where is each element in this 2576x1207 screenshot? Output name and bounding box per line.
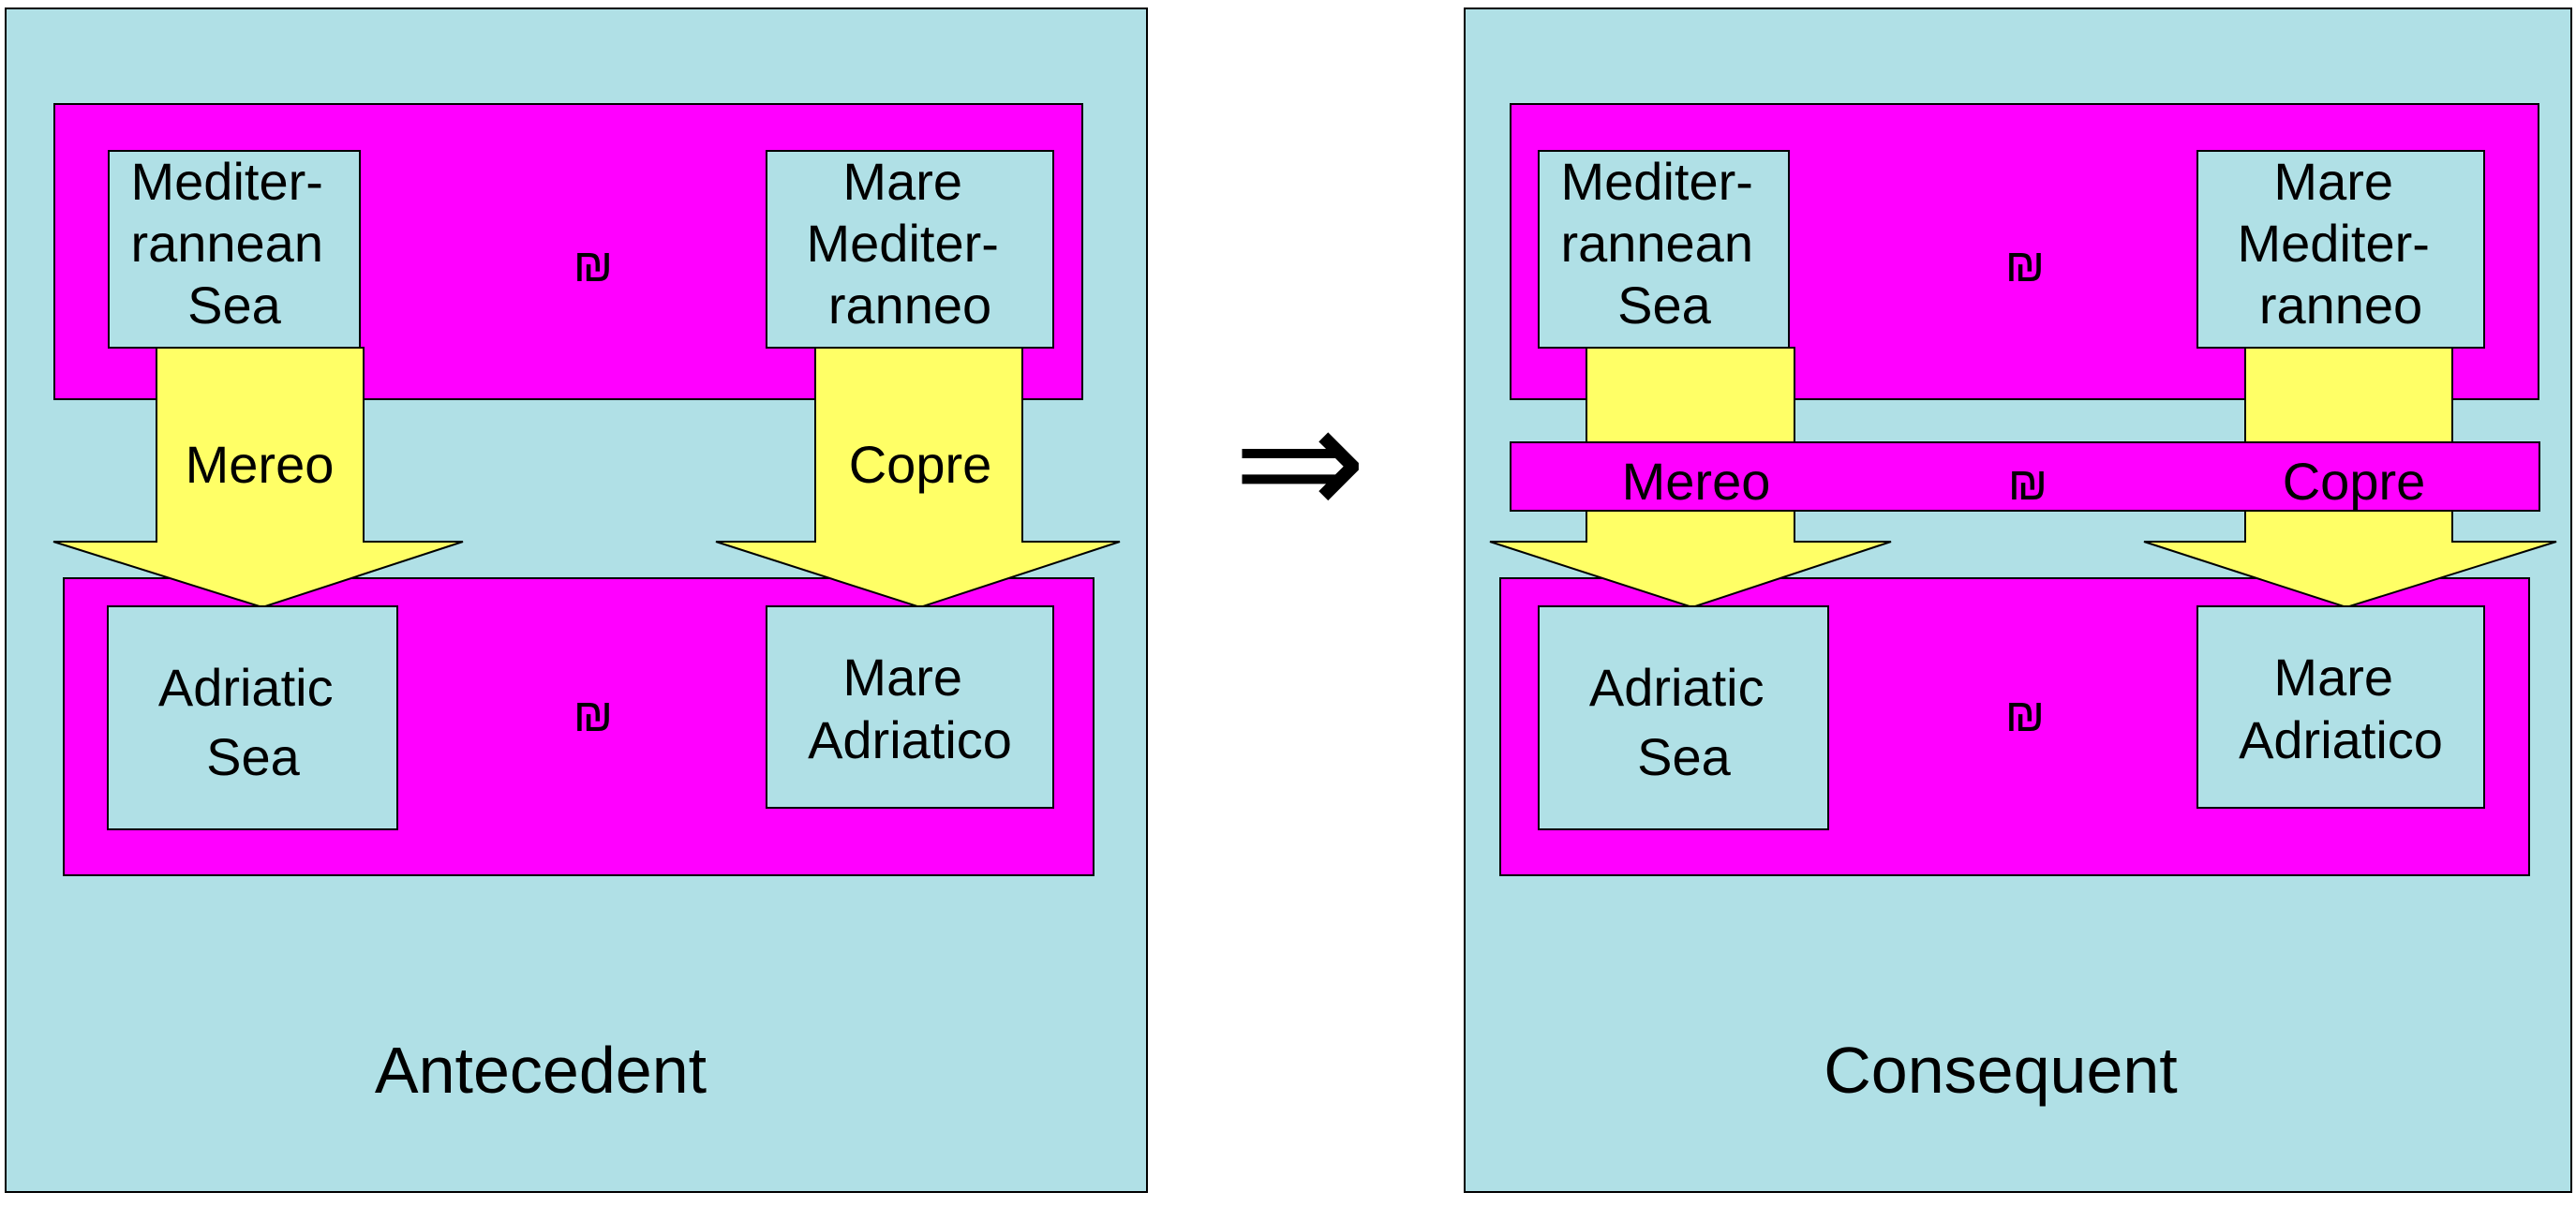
copre-bar-label: Copre	[2283, 452, 2426, 511]
mereo-bar-label: Mereo	[1622, 452, 1771, 511]
mediterranean-sea-box	[1538, 150, 1790, 349]
svg-text:Mediter- rannean S: Mediter- rannean Sea	[1560, 152, 1767, 335]
box-text-line: Adriatico	[2239, 710, 2443, 769]
top-relation-symbol: ₪	[573, 239, 613, 291]
box-text-line: rannean	[1560, 214, 1753, 273]
svg-text:Mare Adriatico: Mare Adriatico	[808, 648, 1012, 769]
antecedent-caption: Antecedent	[375, 1034, 707, 1107]
box-text-line: Mediter-	[807, 214, 999, 273]
mereo-arrow	[52, 347, 464, 609]
svg-text:Adriatic Sea: Adriatic Sea	[158, 658, 348, 786]
box-text-line: ranneo	[2259, 276, 2422, 335]
mare-adriatico-box	[2196, 605, 2485, 809]
copre-arrow-label: Copre	[849, 435, 992, 494]
box-text-line: Sea	[206, 727, 300, 786]
svg-text:Mediter- rannean S: Mediter- rannean Sea	[130, 152, 337, 335]
bottom-relation-symbol: ₪	[573, 689, 613, 741]
box-text-line: Mare	[2273, 648, 2393, 707]
box-text-line: Sea	[187, 276, 281, 335]
copre-arrow	[715, 347, 1121, 609]
mediterranean-sea-box	[108, 150, 361, 349]
box-text-line: Mediter-	[1561, 152, 1753, 211]
consequent-panel: Mediter- rannean Sea Mare Mediter- ranne…	[1464, 7, 2572, 1193]
antecedent-panel: Mereo Copre Mediter- rannean Sea Mare Me…	[5, 7, 1148, 1193]
svg-text:Mare Mediter- rann: Mare Mediter- ranneo	[807, 152, 1014, 335]
bottom-relation-symbol: ₪	[2005, 689, 2045, 741]
mereo-arrow-label: Mereo	[186, 435, 335, 494]
adriatic-sea-box	[107, 605, 398, 830]
adriatic-sea-box	[1538, 605, 1829, 830]
box-text-line: ranneo	[828, 276, 991, 335]
implies-arrow-icon: ⇒	[1233, 373, 1366, 551]
box-text-line: Mare	[842, 648, 962, 707]
svg-text:Mare Mediter- rann: Mare Mediter- ranneo	[2238, 152, 2445, 335]
top-relation-symbol: ₪	[2005, 239, 2045, 291]
middle-relation-bar	[1510, 441, 2540, 512]
box-text-line: Mediter-	[131, 152, 323, 211]
mare-mediterraneo-box	[2196, 150, 2485, 349]
consequent-caption: Consequent	[1824, 1034, 2178, 1107]
box-text-line: Sea	[1617, 276, 1711, 335]
svg-text:Adriatic Sea: Adriatic Sea	[1589, 658, 1779, 786]
box-text-line: Mare	[2273, 152, 2393, 211]
box-text-line: Mediter-	[2238, 214, 2430, 273]
box-text-line: Sea	[1637, 727, 1731, 786]
box-text-line: Mare	[842, 152, 962, 211]
mare-mediterraneo-box	[766, 150, 1054, 349]
box-text-line: Adriatico	[808, 710, 1012, 769]
mare-adriatico-box	[766, 605, 1054, 809]
box-text-line: Adriatic	[1589, 658, 1764, 717]
svg-text:Mare Adriatico: Mare Adriatico	[2239, 648, 2443, 769]
box-text-line: Adriatic	[158, 658, 334, 717]
box-text-line: rannean	[130, 214, 323, 273]
middle-relation-symbol: ₪	[2008, 457, 2047, 510]
